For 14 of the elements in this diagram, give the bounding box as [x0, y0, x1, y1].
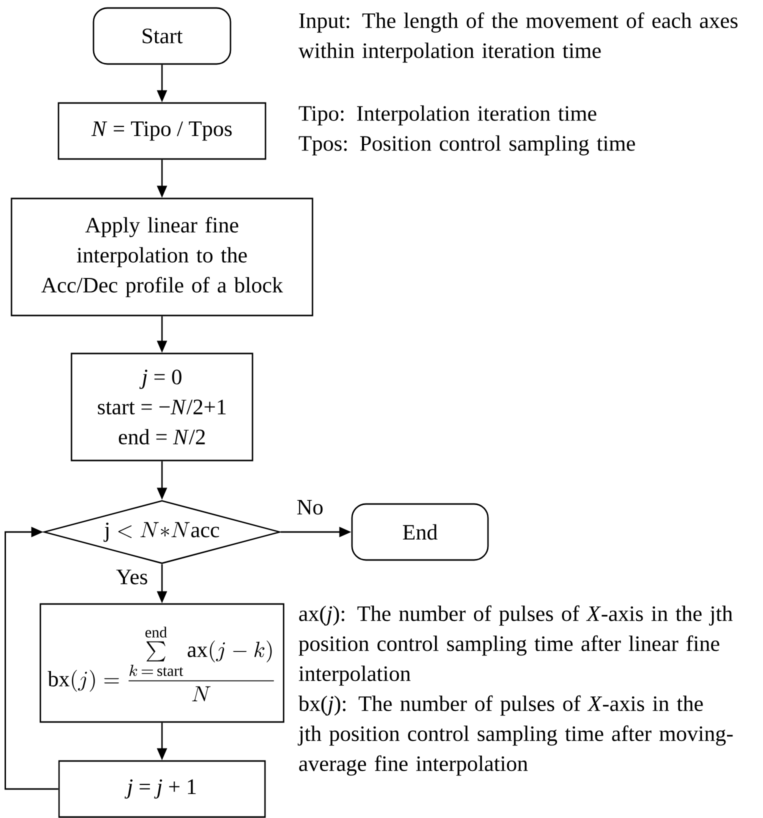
- terminal-box: End: [351, 503, 489, 561]
- process-box: j = 0 start = −N/2+1 end = N/2: [70, 352, 254, 462]
- note-text: Input: The length of the movement of each axes within interpolation iteration time: [298, 12, 738, 63]
- edge-label: Yes: [116, 570, 148, 584]
- note-text: Tpos: Position control sampling time: [298, 135, 635, 156]
- process-box: j = j + 1: [58, 760, 266, 818]
- note-text: bx(j): The number of pulses of X-axis in the jth position control sampling time after moving-average fine interpolation: [298, 695, 733, 776]
- note-text: Tipo: Interpolation iteration time: [298, 105, 596, 126]
- terminal-box: Start: [92, 7, 232, 65]
- edge-label: No: [297, 500, 323, 515]
- process-box: N = Tipo / Tpos: [58, 102, 266, 160]
- arrow: [4, 526, 58, 790]
- process-box: Apply linear fine interpolation to the Acc/Dec profile of a block: [10, 198, 314, 316]
- process-box: $\mathrm{bx}(j) = \frac{\sum\limits_{k\,=\,\mathrm{start}}^{\mathrm{end}} \mathrm{ax}(j-k)}{N}$: [40, 603, 284, 723]
